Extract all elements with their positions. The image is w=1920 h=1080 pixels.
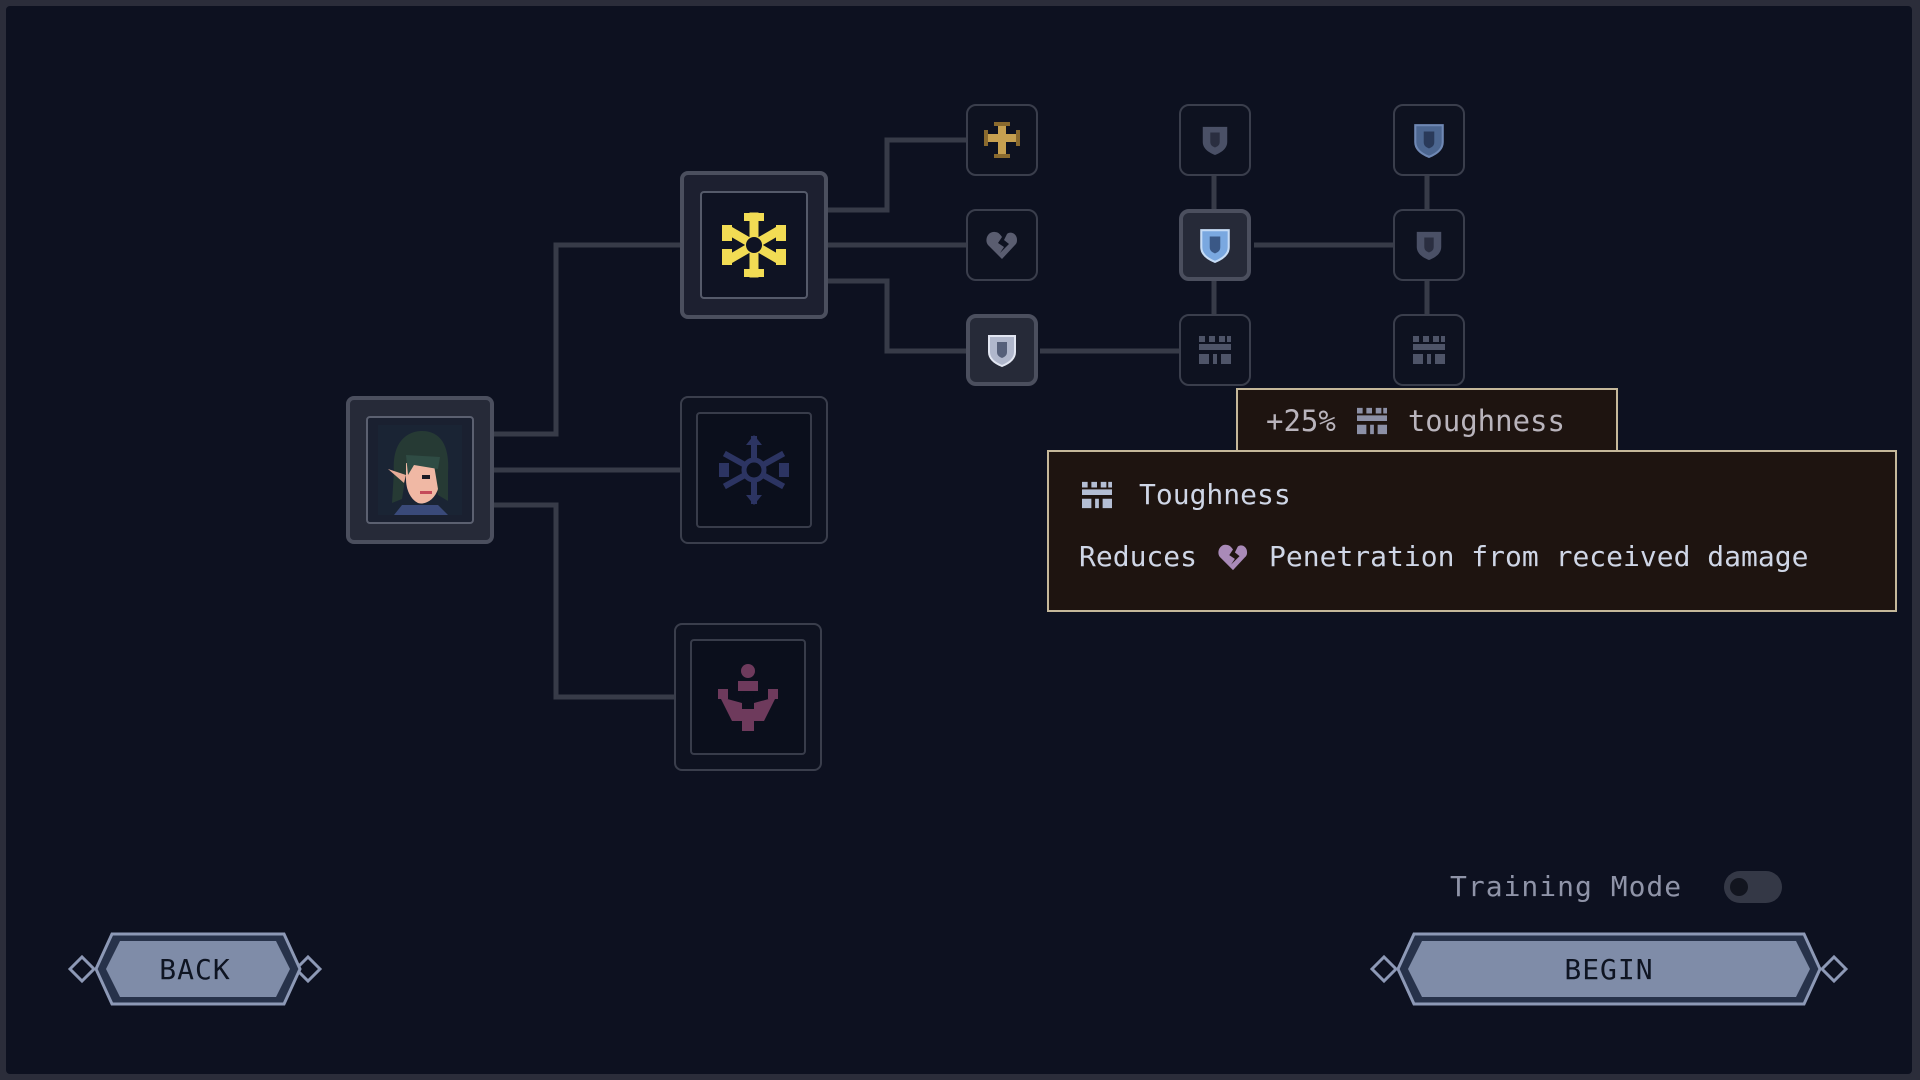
- support-branch-node[interactable]: [674, 623, 822, 771]
- stat-value: +25%: [1266, 404, 1336, 438]
- character-portrait-node[interactable]: [346, 396, 494, 544]
- begin-button-frame: [1369, 932, 1849, 1006]
- shield-skill-4-node[interactable]: [1393, 104, 1465, 176]
- cross-skill-node[interactable]: [966, 104, 1038, 176]
- shield-icon: [1416, 231, 1442, 261]
- elf-character-portrait: [378, 425, 462, 515]
- shield-skill-5-node[interactable]: [1393, 209, 1465, 281]
- shield-skill-2-node[interactable]: [1179, 104, 1251, 176]
- training-mode-label: Training Mode: [1450, 870, 1683, 903]
- penetration-broken-heart-icon: [1218, 544, 1248, 570]
- shield-skill-1-node[interactable]: [966, 314, 1038, 386]
- shield-skill-3-node[interactable]: [1179, 209, 1251, 281]
- toughness-castle-icon: [1356, 407, 1387, 435]
- cross-icon: [984, 122, 1020, 158]
- castle-icon: [1413, 336, 1445, 364]
- castle-icon: [1199, 336, 1231, 364]
- blue-snowflake-icon: [719, 435, 789, 505]
- skill-detail-tooltip: Toughness Reduces Penetration from recei…: [1047, 450, 1897, 612]
- yellow-snowflake-icon: [722, 212, 786, 278]
- shield-icon: [1414, 124, 1444, 159]
- toggle-knob: [1730, 877, 1749, 896]
- broken-heart-icon: [986, 231, 1017, 259]
- back-button-frame: [67, 932, 323, 1006]
- begin-button-label: BEGIN: [1564, 952, 1654, 986]
- shield-icon: [1202, 126, 1228, 156]
- penetration-skill-node[interactable]: [966, 209, 1038, 281]
- stat-name: toughness: [1407, 404, 1565, 438]
- training-mode-toggle[interactable]: [1724, 870, 1783, 903]
- frost-branch-node[interactable]: [680, 171, 828, 319]
- tooltip-desc-suffix: Penetration from received damage: [1269, 540, 1809, 573]
- back-button-label: BACK: [159, 952, 231, 986]
- shield-icon: [988, 335, 1016, 368]
- toughness-skill-1-node[interactable]: [1179, 314, 1251, 386]
- shield-icon: [1200, 229, 1230, 264]
- begin-button[interactable]: BEGIN: [1366, 926, 1852, 1012]
- tooltip-desc-prefix: Reduces: [1079, 540, 1198, 573]
- hover-stat-tooltip: +25% toughness: [1236, 388, 1618, 452]
- toughness-castle-icon: [1082, 481, 1112, 508]
- training-mode-row: Training Mode: [1450, 870, 1783, 903]
- toughness-skill-2-node[interactable]: [1393, 314, 1465, 386]
- tooltip-title: Toughness: [1139, 478, 1291, 511]
- ice-branch-node[interactable]: [680, 396, 828, 544]
- party-people-icon: [718, 664, 778, 731]
- back-button[interactable]: BACK: [64, 926, 326, 1012]
